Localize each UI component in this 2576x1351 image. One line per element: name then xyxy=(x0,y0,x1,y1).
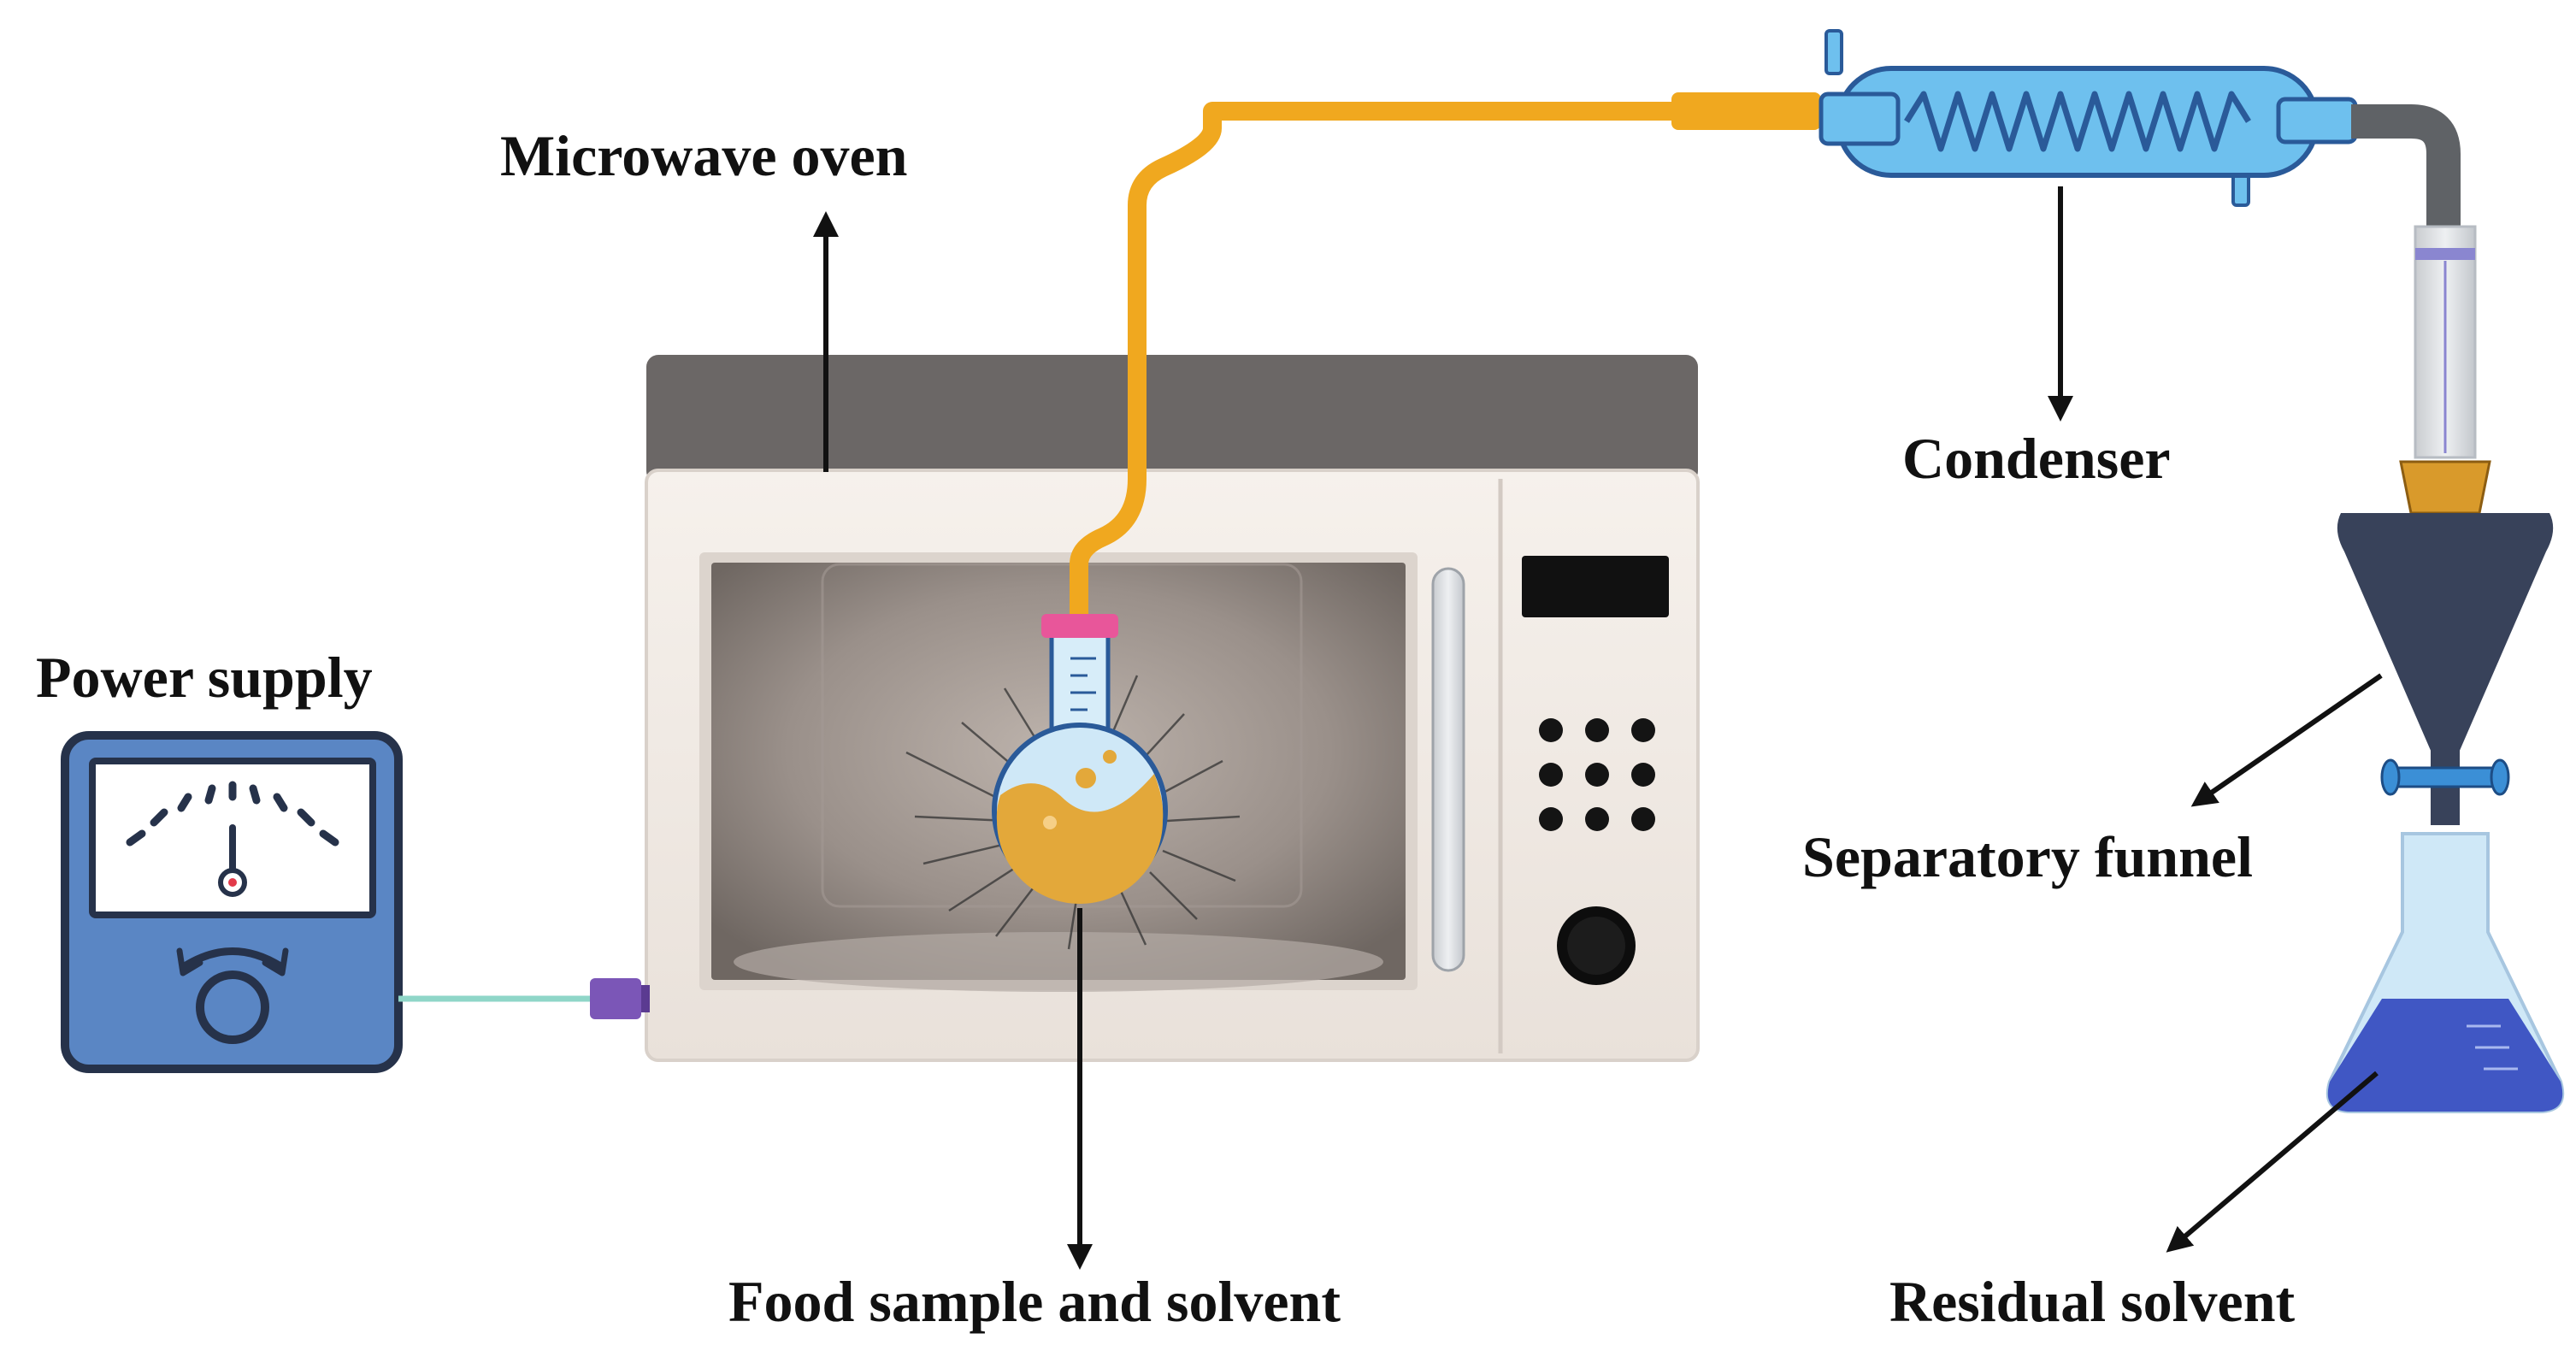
flask-stopper xyxy=(1041,614,1118,638)
microwave-oven xyxy=(645,355,1700,1062)
label-arrows xyxy=(813,186,2383,1270)
condenser-outlet xyxy=(2276,97,2358,145)
condenser-port-top xyxy=(1824,29,1843,75)
funnel-neck xyxy=(2399,460,2491,515)
power-supply xyxy=(61,731,403,1073)
oven-window-inner-wall xyxy=(821,563,1303,908)
label-microwave-oven: Microwave oven xyxy=(500,123,908,188)
vapor-tube xyxy=(1070,92,1821,625)
knob-rotate-arrow xyxy=(180,947,285,970)
oven-turntable xyxy=(734,932,1383,992)
flask-bubble xyxy=(1103,750,1117,764)
flask-rays xyxy=(905,675,1241,950)
label-separatory-funnel: Separatory funnel xyxy=(1802,824,2253,889)
condenser-coil xyxy=(1904,91,2251,152)
erlenmeyer-graduations xyxy=(2467,1024,2518,1071)
glass-column-band xyxy=(2415,248,2475,260)
arrow-residual xyxy=(2166,1071,2379,1253)
label-condenser: Condenser xyxy=(1902,426,2171,491)
funnel-body xyxy=(2337,513,2554,752)
separatory-funnel xyxy=(2337,460,2554,825)
flask-bubble xyxy=(1076,768,1096,788)
meter-scale xyxy=(126,781,339,847)
flask-liquid xyxy=(996,774,1164,904)
meter-knob xyxy=(196,970,269,1044)
oven-dial-highlight xyxy=(1567,917,1625,975)
condenser-inlet xyxy=(1819,91,1901,146)
sample-flask xyxy=(905,614,1241,950)
label-food-sample: Food sample and solvent xyxy=(728,1269,1341,1334)
label-power-supply: Power supply xyxy=(36,645,373,710)
arrow-funnel xyxy=(2190,673,2383,807)
oven-top-panel xyxy=(646,355,1698,483)
oven-keypad xyxy=(1539,718,1655,831)
oven-door-handle xyxy=(1431,567,1465,972)
label-residual-solvent: Residual solvent xyxy=(1889,1269,2296,1334)
condenser xyxy=(1819,29,2358,207)
residual-liquid xyxy=(2327,999,2563,1112)
condenser-jacket xyxy=(1836,66,2320,178)
connector-tube xyxy=(2351,104,2477,459)
power-cable xyxy=(398,978,650,1019)
power-plug xyxy=(590,978,641,1019)
flask-bubble xyxy=(1043,816,1057,829)
collection-flask xyxy=(2325,832,2565,1113)
oven-display xyxy=(1522,556,1669,617)
stopcock xyxy=(2380,758,2510,796)
